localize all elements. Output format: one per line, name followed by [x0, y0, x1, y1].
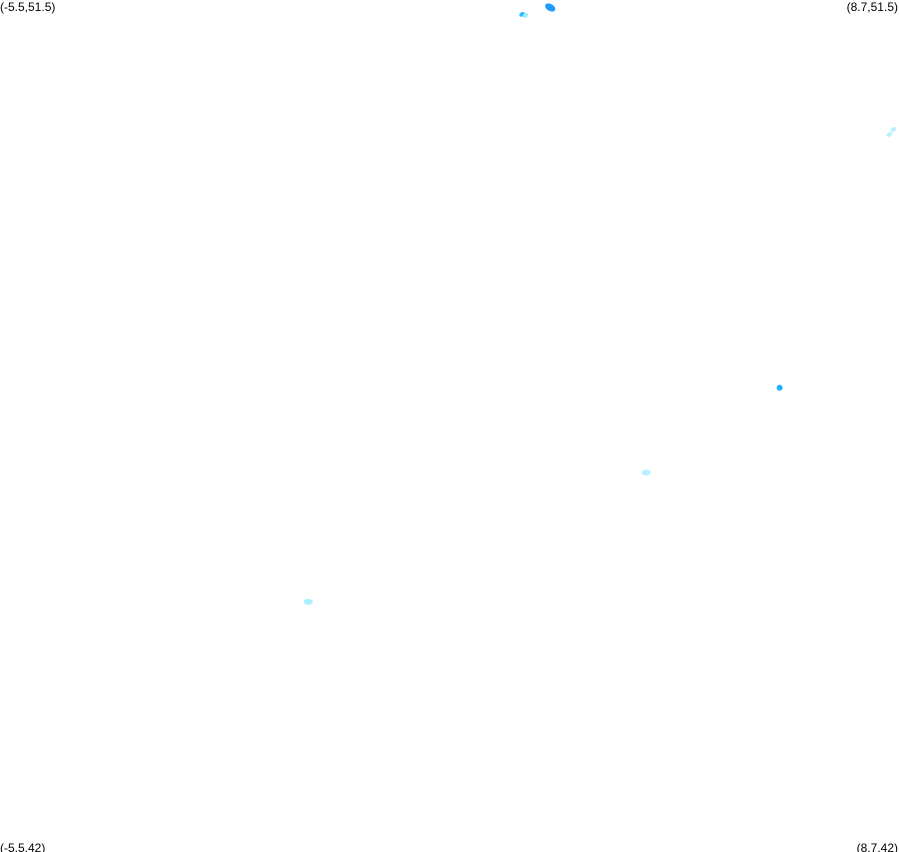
map-blob-5 [886, 131, 893, 137]
corner-label-bottom-right: (8.7,42) [856, 841, 898, 852]
corner-label-bottom-left: (-5.5,42) [0, 841, 46, 852]
map-blob-7 [641, 469, 651, 476]
map-blob-3 [522, 13, 529, 18]
map-blob-4 [890, 126, 897, 132]
corner-label-top-right: (8.7,51.5) [846, 0, 898, 14]
corner-label-top-left: (-5.5,51.5) [0, 0, 56, 14]
map-blob-8 [303, 598, 313, 605]
map-blob-1 [545, 3, 556, 12]
map-blob-6 [776, 384, 783, 391]
